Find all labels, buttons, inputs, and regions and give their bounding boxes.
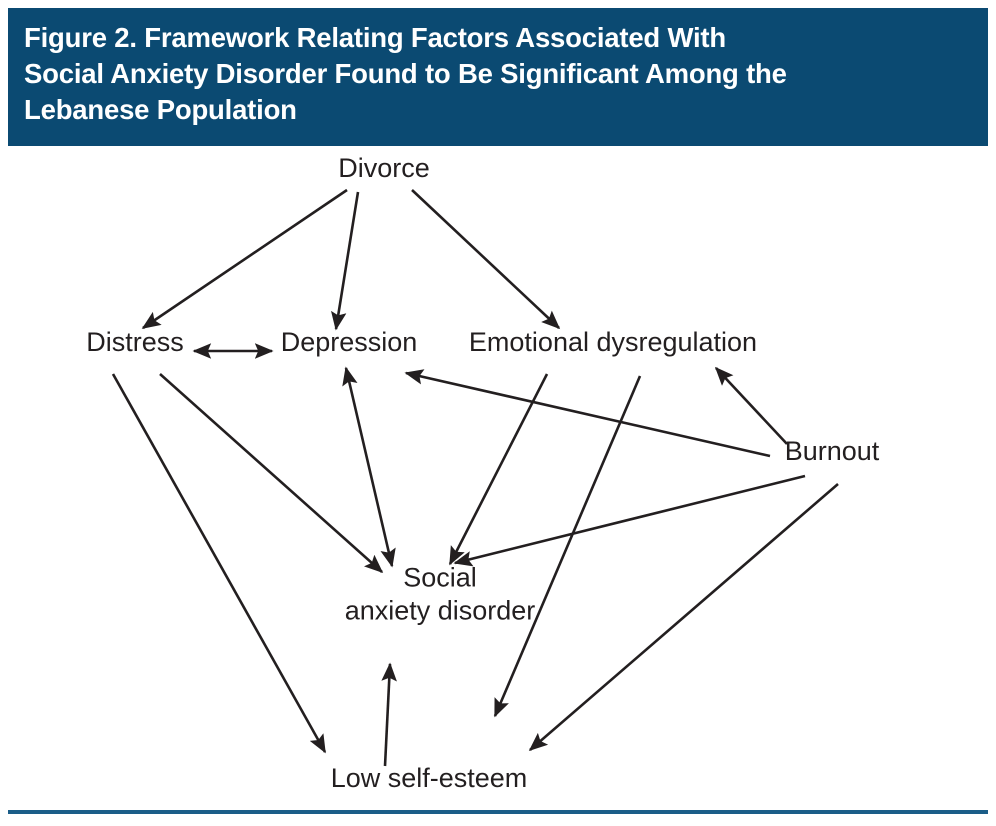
node-label-depression: Depression — [281, 327, 418, 357]
edge-divorce-to-depression — [331, 191, 360, 331]
node-label-divorce: Divorce — [338, 153, 430, 183]
edge-burnout-to-social-anxiety-disorder — [453, 474, 806, 567]
edge-burnout-to-depression — [404, 369, 771, 458]
edge-divorce-to-emotional-dysregulation — [411, 189, 561, 330]
edge-depression-to-social-anxiety-disorder — [342, 366, 396, 568]
page-title: Figure 2. Framework Relating Factors Ass… — [24, 22, 787, 125]
edge-burnout-to-unlabeled-lower-left — [528, 483, 839, 752]
edges-layer — [111, 188, 839, 767]
node-label-emotional-dysregulation: Emotional dysregulation — [469, 327, 757, 357]
edge-burnout-to-emotional-dysregulation — [714, 366, 788, 445]
edge-divorce-to-distress — [141, 188, 348, 330]
node-label-distress: Distress — [86, 327, 184, 357]
edge-emotional-dysregulation-to-social-anxiety-disorder — [448, 373, 549, 566]
edge-distress-to-social-anxiety-disorder — [159, 373, 384, 574]
edge-emotional-dysregulation-to-unlabeled-lower-left — [493, 375, 642, 718]
node-label-low-self-esteem: Low self-esteem — [331, 763, 528, 793]
figure-header-banner: Figure 2. Framework Relating Factors Ass… — [8, 8, 988, 146]
figure-bottom-rule — [8, 810, 988, 814]
edge-low-self-esteem-to-social-anxiety-disorder — [381, 662, 397, 767]
edge-distress-to-low-self-esteem — [111, 373, 327, 754]
node-label-burnout: Burnout — [785, 436, 880, 466]
